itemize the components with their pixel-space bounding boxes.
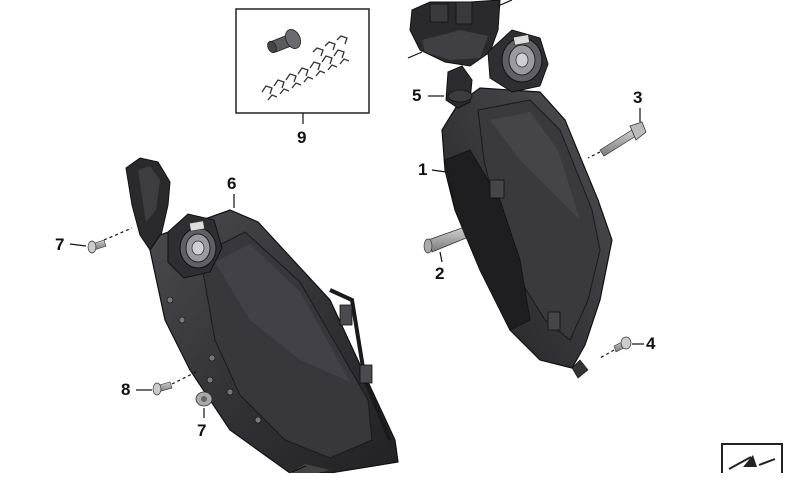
right-case: [409, 0, 613, 379]
leader-7-top-dash: [103, 227, 133, 241]
leader-top-left: [407, 51, 423, 59]
diagram-nav-button[interactable]: [721, 443, 783, 473]
callout-2: 2: [435, 264, 445, 283]
leader-4-dash: [599, 349, 615, 359]
callout-7-bottom: 7: [197, 421, 207, 440]
callout-6: 6: [227, 174, 237, 193]
left-case: [125, 157, 399, 473]
callout-8: 8: [121, 380, 131, 399]
callout-5: 5: [412, 86, 422, 105]
kit-clips: [261, 35, 350, 101]
leader-1: [431, 169, 447, 173]
pin-part: [423, 227, 467, 254]
left-case-fasteners: [166, 296, 262, 424]
screw-part-8: [152, 381, 173, 396]
right-lock: [487, 29, 549, 93]
nut-part-7-bottom: [195, 391, 213, 407]
callout-3: 3: [633, 88, 643, 107]
callout-9: 9: [297, 128, 307, 147]
kit-plug: [267, 29, 302, 54]
long-bolt-part: [599, 121, 647, 157]
grommet-part: [445, 65, 473, 109]
leader-lines: [69, 0, 644, 473]
screw-part-4: [613, 336, 632, 353]
leader-2: [439, 251, 443, 263]
left-lock: [167, 213, 223, 279]
leader-3-dash: [587, 151, 601, 159]
leader-top-right: [497, 0, 513, 7]
callout-4: 4: [646, 334, 656, 353]
screw-part-7-top: [87, 239, 107, 254]
callout-7-top: 7: [55, 235, 65, 254]
arrow-icon: [728, 455, 776, 470]
callout-1: 1: [418, 160, 428, 179]
leader-bottom: [291, 465, 307, 473]
kit-box: [235, 8, 370, 114]
leader-7-top: [69, 243, 87, 247]
leader-8-dash: [171, 371, 197, 385]
